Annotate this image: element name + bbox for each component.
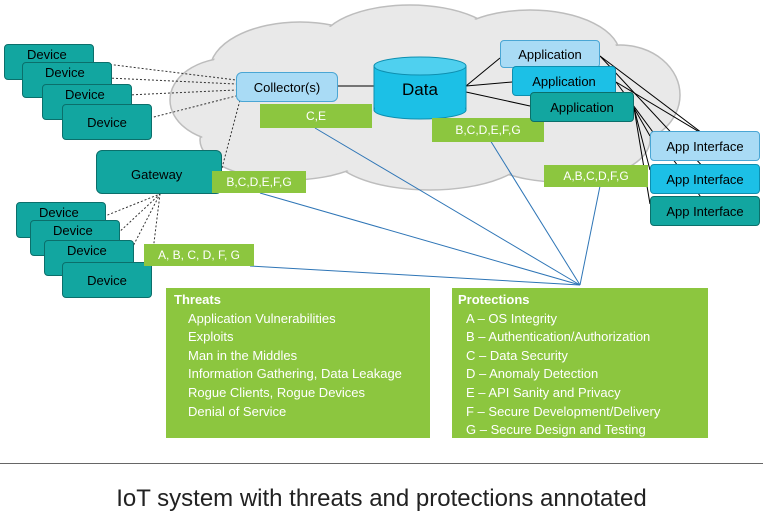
gateway-label: Gateway bbox=[131, 167, 183, 182]
caption-divider bbox=[0, 463, 763, 464]
data-tag: B,C,D,E,F,G bbox=[432, 118, 544, 142]
protection-item: D – Anomaly Detection bbox=[466, 366, 599, 382]
gateway-node[interactable]: Gateway bbox=[96, 150, 222, 194]
threat-item: Rogue Clients, Rogue Devices bbox=[188, 384, 366, 400]
threat-item: Information Gathering, Data Leakage bbox=[188, 366, 402, 382]
threats-title: Threats bbox=[174, 292, 221, 307]
protection-item: G – Secure Design and Testing bbox=[466, 422, 646, 438]
apps-tag: A,B,C,D,F,G bbox=[544, 165, 648, 187]
device-node[interactable]: Device bbox=[62, 262, 152, 298]
collector-label: Collector(s) bbox=[253, 79, 321, 95]
data-label: Data bbox=[402, 80, 438, 99]
protection-item: F – Secure Development/Delivery bbox=[466, 403, 661, 419]
collector-node[interactable]: Collector(s) bbox=[236, 72, 338, 102]
devices-tag: A, B, C, D, F, G bbox=[144, 244, 254, 266]
annotation-connectors bbox=[249, 127, 601, 286]
threat-item: Man in the Middles bbox=[188, 347, 298, 363]
application-node[interactable]: Application bbox=[530, 92, 634, 122]
protection-item: B – Authentication/Authorization bbox=[466, 329, 651, 345]
gateway-tag: B,C,D,E,F,G bbox=[212, 171, 306, 193]
protections-panel: Protections A – OS Integrity B – Authent… bbox=[452, 288, 708, 438]
data-store-icon bbox=[373, 56, 467, 120]
figure-caption: IoT system with threats and protections … bbox=[116, 485, 647, 512]
device-node[interactable]: Device bbox=[62, 104, 152, 140]
app-interface-node[interactable]: App Interface bbox=[650, 164, 760, 194]
protection-item: A – OS Integrity bbox=[466, 310, 558, 326]
app-interface-node[interactable]: App Interface bbox=[650, 196, 760, 226]
protection-item: C – Data Security bbox=[466, 347, 568, 363]
collector-tag: C,E bbox=[260, 104, 372, 128]
application-node[interactable]: Application bbox=[500, 40, 600, 68]
protections-title: Protections bbox=[458, 292, 530, 307]
threat-item: Denial of Service bbox=[188, 403, 287, 419]
protection-item: E – API Sanity and Privacy bbox=[466, 384, 621, 400]
device-collector-links bbox=[89, 61, 241, 169]
threats-panel: Threats Application Vulnerabilities Expl… bbox=[166, 288, 430, 438]
threat-item: Exploits bbox=[188, 329, 234, 345]
app-interface-node[interactable]: App Interface bbox=[650, 131, 760, 161]
threat-item: Application Vulnerabilities bbox=[188, 310, 336, 326]
